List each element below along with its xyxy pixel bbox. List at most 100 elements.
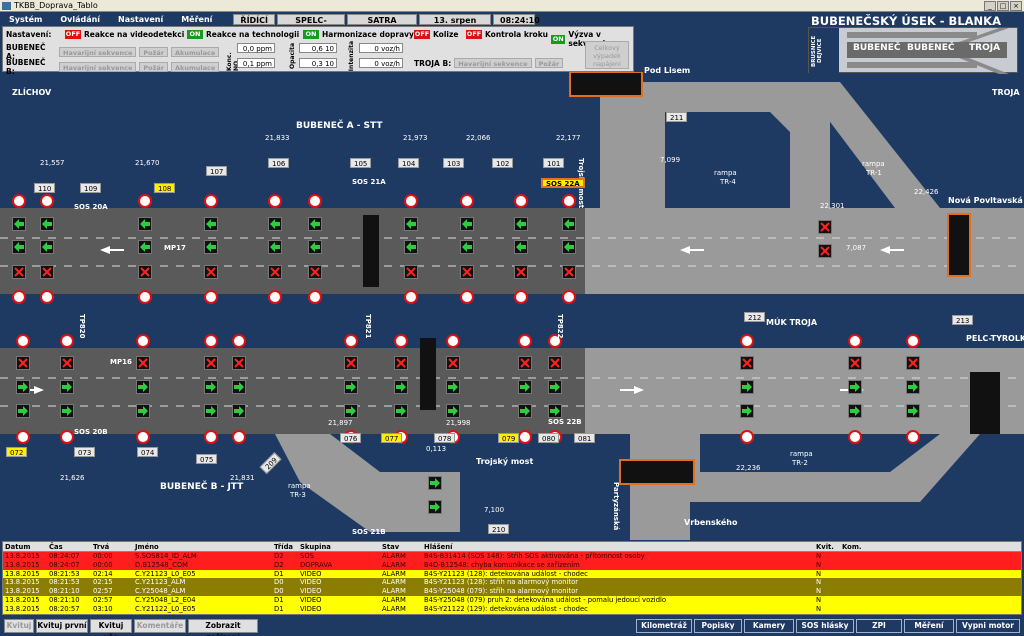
col-name[interactable]: Jméno: [135, 543, 159, 551]
lane-closed-icon[interactable]: [12, 265, 26, 279]
arrow-right-icon[interactable]: [16, 404, 30, 418]
lane-closed-icon[interactable]: [16, 356, 30, 370]
arrow-right-icon[interactable]: [344, 380, 358, 394]
speed-limit-icon[interactable]: [204, 194, 218, 208]
setting-collision[interactable]: OFF Kolize: [414, 30, 458, 39]
arrow-right-icon[interactable]: [232, 404, 246, 418]
speed-limit-icon[interactable]: [268, 290, 282, 304]
lane-closed-icon[interactable]: [446, 356, 460, 370]
arrow-right-icon[interactable]: [136, 380, 150, 394]
lane-closed-icon[interactable]: [40, 265, 54, 279]
col-duration[interactable]: Trvá: [93, 543, 110, 551]
km-button[interactable]: Kilometráž: [636, 619, 692, 633]
cameras-button[interactable]: Kamery: [744, 619, 794, 633]
camera-077[interactable]: 077: [381, 433, 403, 443]
camera-213[interactable]: 213: [952, 315, 974, 325]
arrow-right-icon[interactable]: [394, 404, 408, 418]
camera-212[interactable]: 212: [744, 312, 766, 322]
arrow-right-icon[interactable]: [60, 380, 74, 394]
speed-limit-icon[interactable]: [40, 194, 54, 208]
speed-limit-icon[interactable]: [906, 334, 920, 348]
lane-closed-icon[interactable]: [906, 356, 920, 370]
total-power-failure-button[interactable]: Celkový výpadek napájení: [585, 41, 629, 69]
arrow-right-icon[interactable]: [428, 476, 442, 490]
camera-074[interactable]: 074: [137, 447, 159, 457]
arrow-left-icon[interactable]: [268, 240, 282, 254]
camera-108[interactable]: 108: [154, 183, 176, 193]
accumulation-button[interactable]: Akumulace: [170, 47, 220, 57]
menu-measurement[interactable]: Měření: [181, 14, 213, 24]
lane-closed-icon[interactable]: [232, 356, 246, 370]
arrow-left-icon[interactable]: [40, 240, 54, 254]
sos-22a[interactable]: SOS 22A: [541, 178, 585, 188]
speed-limit-icon[interactable]: [460, 290, 474, 304]
camera-106[interactable]: 106: [268, 158, 290, 168]
speed-limit-icon[interactable]: [308, 290, 322, 304]
arrow-right-icon[interactable]: [548, 380, 562, 394]
arrow-left-icon[interactable]: [562, 217, 576, 231]
arrow-right-icon[interactable]: [446, 380, 460, 394]
camera-109[interactable]: 109: [80, 183, 102, 193]
camera-103[interactable]: 103: [443, 158, 465, 168]
speed-limit-icon[interactable]: [136, 430, 150, 444]
lane-closed-icon[interactable]: [138, 265, 152, 279]
arrow-right-icon[interactable]: [848, 380, 862, 394]
speed-limit-icon[interactable]: [548, 334, 562, 348]
arrow-right-icon[interactable]: [428, 500, 442, 514]
camera-101[interactable]: 101: [543, 158, 565, 168]
arrow-left-icon[interactable]: [12, 217, 26, 231]
camera-081[interactable]: 081: [574, 433, 596, 443]
arrow-right-icon[interactable]: [136, 404, 150, 418]
lane-closed-icon[interactable]: [518, 356, 532, 370]
speed-limit-icon[interactable]: [136, 334, 150, 348]
lane-closed-icon[interactable]: [460, 265, 474, 279]
minimize-icon[interactable]: _: [984, 1, 996, 11]
menu-system[interactable]: Systém: [9, 14, 43, 24]
col-message[interactable]: Hlášení: [424, 543, 453, 551]
fire-button[interactable]: Požár: [139, 62, 168, 72]
speed-limit-icon[interactable]: [518, 334, 532, 348]
setting-technology[interactable]: ON Reakce na technologii: [187, 30, 299, 39]
col-date[interactable]: Datum: [5, 543, 31, 551]
close-icon[interactable]: ×: [1010, 1, 1022, 11]
table-row[interactable]: [3, 613, 1021, 614]
speed-limit-icon[interactable]: [16, 430, 30, 444]
speed-limit-icon[interactable]: [12, 290, 26, 304]
menu-settings[interactable]: Nastavení: [118, 14, 164, 24]
speed-limit-icon[interactable]: [740, 334, 754, 348]
flag-on[interactable]: ON: [303, 30, 319, 39]
lane-closed-icon[interactable]: [548, 356, 562, 370]
speed-limit-icon[interactable]: [518, 430, 532, 444]
speed-limit-icon[interactable]: [12, 194, 26, 208]
setting-step-check[interactable]: OFF Kontrola kroku: [466, 30, 548, 39]
flag-on[interactable]: ON: [551, 34, 566, 44]
fire-button[interactable]: Požár: [534, 58, 564, 68]
camera-073[interactable]: 073: [74, 447, 96, 457]
arrow-left-icon[interactable]: [308, 217, 322, 231]
speed-limit-icon[interactable]: [404, 194, 418, 208]
engine-off-button[interactable]: Vypni motor: [956, 619, 1020, 633]
sos-21b[interactable]: SOS 21B: [352, 528, 386, 536]
speed-limit-icon[interactable]: [514, 194, 528, 208]
lane-closed-icon[interactable]: [344, 356, 358, 370]
speed-limit-icon[interactable]: [514, 290, 528, 304]
camera-079[interactable]: 079: [498, 433, 520, 443]
arrow-left-icon[interactable]: [404, 217, 418, 231]
arrow-right-icon[interactable]: [204, 404, 218, 418]
arrow-right-icon[interactable]: [906, 380, 920, 394]
tp822-marker[interactable]: TP822: [556, 314, 564, 339]
lane-closed-icon[interactable]: [136, 356, 150, 370]
setting-videodetection[interactable]: OFF Reakce na videodetekci: [65, 30, 184, 39]
arrow-right-icon[interactable]: [548, 404, 562, 418]
speed-limit-icon[interactable]: [404, 290, 418, 304]
speed-limit-icon[interactable]: [268, 194, 282, 208]
emergency-seq-button[interactable]: Havarijní sekvence: [59, 47, 137, 57]
arrow-left-icon[interactable]: [460, 240, 474, 254]
lane-closed-icon[interactable]: [818, 220, 832, 234]
zpi-button[interactable]: ZPI: [856, 619, 902, 633]
arrow-right-icon[interactable]: [740, 380, 754, 394]
accumulation-button[interactable]: Akumulace: [170, 62, 220, 72]
